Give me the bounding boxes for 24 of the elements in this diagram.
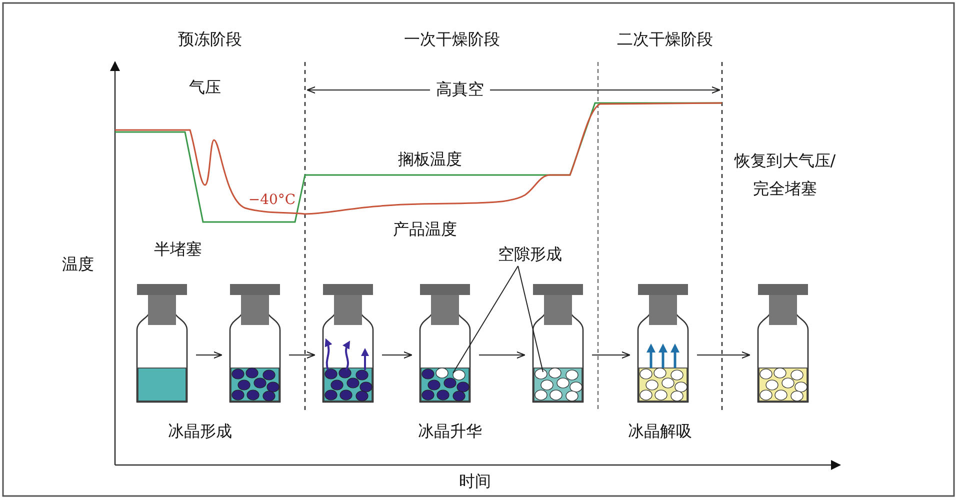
axis-label: 温度 (62, 254, 94, 276)
stage-title: 二次干燥阶段 (617, 30, 713, 50)
callout-text: 空隙形成 (498, 244, 562, 266)
stage-title: 预冻阶段 (178, 30, 242, 50)
arrow (478, 351, 526, 359)
leader-line (518, 266, 544, 372)
stage-note: 恢复到大气压/完全堵塞 (733, 150, 837, 200)
arrow (196, 351, 222, 359)
temperature-label: −40°C (248, 192, 296, 208)
curve-label: 气压 (189, 78, 221, 98)
span-label: 高真空 (436, 80, 484, 100)
arrow (382, 351, 412, 359)
curve-label: 产品温度 (393, 220, 457, 240)
process-label: 冰晶解吸 (628, 422, 692, 442)
process-label: 冰晶形成 (168, 422, 232, 442)
arrow (696, 351, 750, 359)
curve-label: 搁板温度 (398, 150, 462, 170)
process-label: 冰晶升华 (418, 422, 482, 442)
axis-label: 时间 (459, 472, 491, 492)
leader-line (452, 266, 518, 374)
arrow (288, 351, 316, 359)
stage-title: 一次干燥阶段 (404, 30, 500, 50)
stage-note: 半堵塞 (154, 240, 202, 260)
arrow (592, 351, 630, 359)
